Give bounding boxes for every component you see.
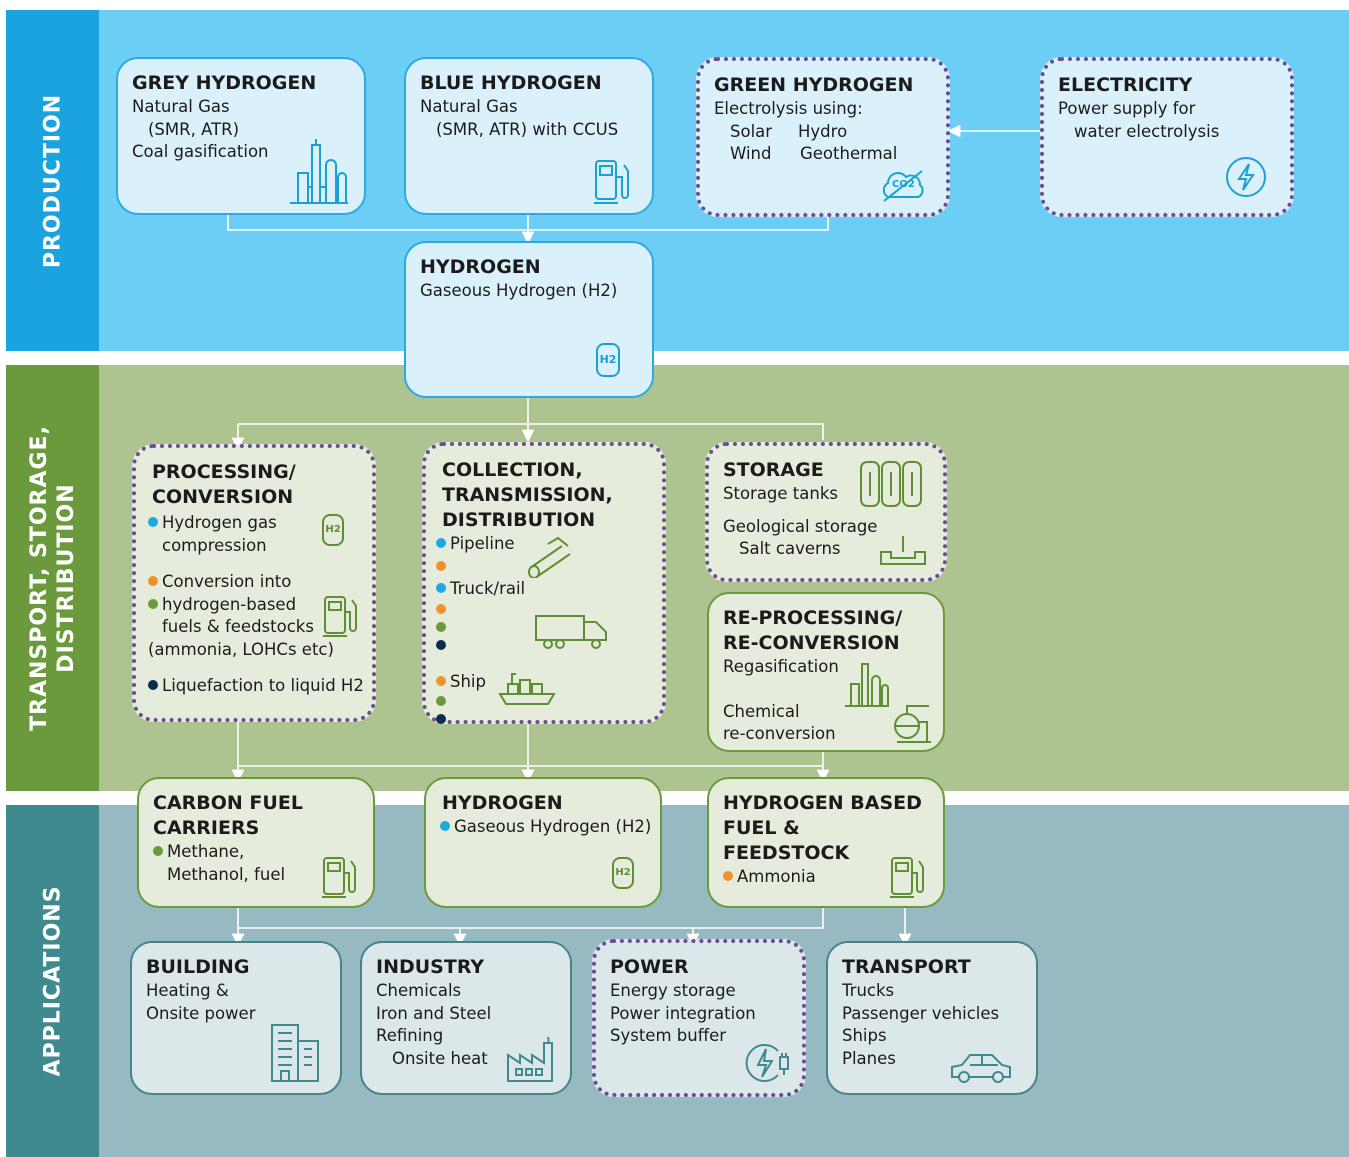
hydrogen-pump-icon: [890, 857, 924, 898]
grey-hydrogen-box: GREY HYDROGEN Natural Gas (SMR, ATR) Coa…: [116, 57, 366, 215]
hydrogen-tank-icon: H2: [596, 343, 620, 377]
hydrogen-application-box: HYDROGEN Gaseous Hydrogen (H2) H2: [424, 777, 662, 908]
building-box: BUILDING Heating & Onsite power: [130, 941, 342, 1095]
storage-title: STORAGE: [723, 459, 824, 481]
no-co2-icon: CO2: [878, 169, 928, 203]
car-icon: [951, 1054, 1011, 1083]
applications-band-label: APPLICATIONS: [6, 805, 99, 1157]
grey-hydrogen-title: GREY HYDROGEN: [132, 72, 317, 94]
navy-dot: [148, 680, 158, 690]
hydrogen-production-box: HYDROGEN Gaseous Hydrogen (H2) H2: [404, 241, 654, 398]
fuel-pump-icon: [594, 160, 629, 204]
hydrogen-production-title: HYDROGEN: [420, 256, 541, 278]
regasification-icon: [845, 663, 889, 707]
truck-icon: [535, 615, 607, 649]
orange-dot: [148, 576, 158, 586]
green-dot: [436, 696, 446, 706]
hydrogen-based-fuel-box: HYDROGEN BASED FUEL & FEEDSTOCK Ammonia: [707, 777, 945, 908]
industry-box: INDUSTRY Chemicals Iron and Steel Refini…: [360, 941, 572, 1095]
blue-dot: [148, 517, 158, 527]
blue-hydrogen-box: BLUE HYDROGEN Natural Gas (SMR, ATR) wit…: [404, 57, 654, 215]
ship-icon: [498, 673, 556, 705]
hydrogen-tank-icon: H2: [612, 857, 634, 889]
production-band-label: PRODUCTION: [6, 10, 99, 351]
geological-storage-icon: [880, 536, 926, 565]
carbon-fuel-carriers-box: CARBON FUEL CARRIERS Methane, Methanol, …: [137, 777, 375, 908]
green-hydrogen-box: GREEN HYDROGEN Electrolysis using: Solar…: [696, 57, 950, 217]
transport-application-box: TRANSPORT Trucks Passenger vehicles Ship…: [826, 941, 1038, 1095]
chemical-plant-icon: [894, 705, 931, 743]
orange-dot: [723, 871, 733, 881]
blue-dot: [436, 538, 446, 548]
hydrogen-tank-icon: H2: [322, 514, 344, 546]
orange-dot: [436, 603, 446, 614]
processing-conversion-box: PROCESSING/ CONVERSION Hydrogen gas comp…: [132, 444, 376, 722]
blue-hydrogen-title: BLUE HYDROGEN: [420, 72, 602, 94]
transport-band-label: TRANSPORT, STORAGE, DISTRIBUTION: [6, 365, 99, 791]
power-box: POWER Energy storage Power integration S…: [592, 939, 806, 1097]
orange-dot: [436, 560, 446, 571]
hydrogen-pump-icon: [322, 857, 356, 898]
navy-dot: [436, 639, 446, 650]
green-dot: [436, 621, 446, 632]
orange-dot: [436, 675, 446, 686]
building-icon: [271, 1024, 319, 1082]
electricity-box: ELECTRICITY Power supply for water elect…: [1040, 57, 1294, 217]
storage-box: STORAGE Storage tanks Geological storage…: [705, 442, 947, 582]
hydrogen-pump-icon: [323, 596, 357, 637]
collection-transmission-box: COLLECTION, TRANSMISSION, DISTRIBUTION P…: [422, 442, 666, 724]
green-dot: [148, 598, 158, 609]
reprocessing-box: RE-PROCESSING/ RE-CONVERSION Regasificat…: [707, 592, 945, 752]
navy-dot: [436, 714, 446, 724]
green-hydrogen-title: GREEN HYDROGEN: [714, 74, 914, 96]
power-plug-icon: [745, 1044, 789, 1082]
blue-dot: [436, 583, 446, 593]
pipeline-icon: [528, 536, 571, 578]
green-dot: [153, 846, 163, 856]
factory-icon: [507, 1037, 553, 1082]
storage-tanks-icon: [860, 461, 922, 507]
refinery-icon: [290, 139, 348, 204]
blue-dot: [440, 821, 450, 831]
lightning-icon: [1226, 157, 1266, 197]
electricity-title: ELECTRICITY: [1058, 74, 1193, 96]
